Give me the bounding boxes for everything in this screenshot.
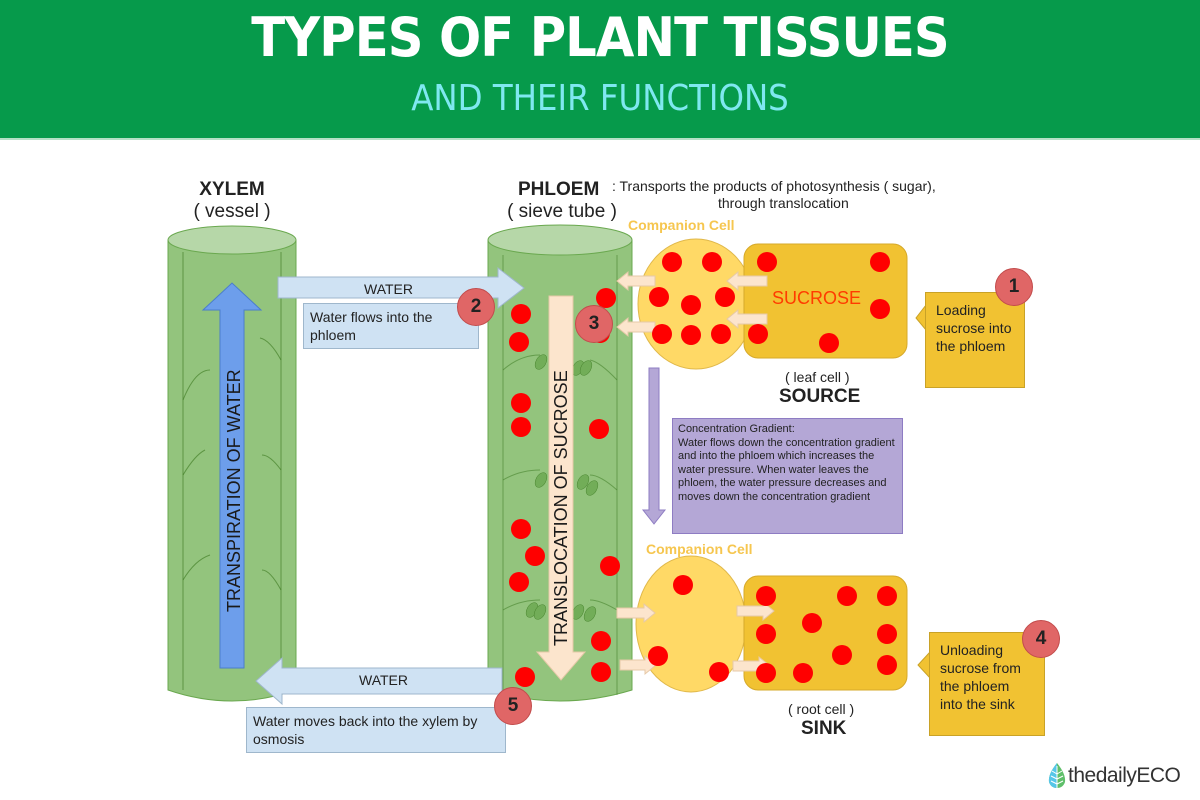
water-arrow-bottom-label: WATER <box>359 672 408 688</box>
sink-title: SINK <box>801 718 847 739</box>
phloem-description-line1: : Transports the products of photosynthe… <box>612 178 936 194</box>
water-arrow-top-label: WATER <box>364 281 413 297</box>
gradient-arrow <box>641 367 667 525</box>
translocation-label: TRANSLOCATION OF SUCROSE <box>551 370 571 646</box>
leaf-logo-icon <box>1048 763 1066 788</box>
page-title: TYPES OF PLANT TISSUES <box>251 6 949 69</box>
sucrose-dot <box>600 556 620 576</box>
sucrose-dot <box>802 613 822 633</box>
sucrose-dot <box>589 419 609 439</box>
water-top-note: Water flows into the phloem <box>303 303 479 349</box>
sucrose-dot <box>649 287 669 307</box>
sucrose-dot <box>525 546 545 566</box>
sucrose-dot <box>711 324 731 344</box>
sucrose-dot <box>756 663 776 683</box>
sucrose-dot <box>748 324 768 344</box>
sucrose-dot <box>591 662 611 682</box>
sink-companion-cell-label: Companion Cell <box>646 541 753 557</box>
source-title: SOURCE <box>779 386 861 407</box>
sucrose-dot <box>832 645 852 665</box>
sucrose-dot <box>877 586 897 606</box>
transpiration-label: TRANSPIRATION OF WATER <box>224 369 244 612</box>
source-leaf-cell <box>743 243 908 359</box>
sucrose-dot <box>709 662 729 682</box>
sucrose-dot <box>870 299 890 319</box>
water-arrow-bottom <box>255 656 503 706</box>
gradient-title: Concentration Gradient: <box>678 423 795 435</box>
sucrose-dot <box>837 586 857 606</box>
phloem-title: PHLOEM <box>518 179 600 200</box>
sink-companion-cell <box>635 555 747 693</box>
sucrose-dot <box>511 519 531 539</box>
header-divider <box>0 138 1200 140</box>
sucrose-dot <box>511 417 531 437</box>
sucrose-dot <box>870 252 890 272</box>
sucrose-dot <box>681 325 701 345</box>
phloem-subtitle: ( sieve tube ) <box>507 201 617 222</box>
water-bottom-note: Water moves back into the xylem by osmos… <box>246 707 506 753</box>
transpiration-arrow <box>201 282 263 669</box>
sucrose-dot <box>877 624 897 644</box>
sink-root-cell <box>743 575 908 691</box>
root-cell-caption: ( root cell ) <box>788 701 855 717</box>
step-badge-4: 4 <box>1022 620 1060 658</box>
sucrose-dot <box>509 332 529 352</box>
sucrose-dot <box>673 575 693 595</box>
sucrose-dot <box>509 572 529 592</box>
sucrose-dot <box>511 304 531 324</box>
step-badge-1: 1 <box>995 268 1033 306</box>
sucrose-dot <box>515 667 535 687</box>
step-badge-2: 2 <box>457 288 495 326</box>
page-subtitle: AND THEIR FUNCTIONS <box>411 78 789 119</box>
xylem-subtitle: ( vessel ) <box>193 201 271 222</box>
sucrose-dot <box>591 631 611 651</box>
step-1-callout: Loading sucrose into the phloem <box>925 292 1025 388</box>
step-badge-5: 5 <box>494 687 532 725</box>
concentration-gradient-box: Concentration Gradient: Water flows down… <box>672 418 903 534</box>
sucrose-dot <box>681 295 701 315</box>
sucrose-dot <box>596 288 616 308</box>
header-banner: TYPES OF PLANT TISSUES AND THEIR FUNCTIO… <box>0 0 1200 138</box>
source-transfer-arrows <box>616 270 768 338</box>
thedailyeco-logo: thedailyECO <box>1046 762 1181 790</box>
step-badge-3: 3 <box>575 305 613 343</box>
gradient-text: Water flows down the concentration gradi… <box>678 436 895 503</box>
leaf-cell-caption: ( leaf cell ) <box>785 369 850 385</box>
logo-text: thedailyECO <box>1068 764 1181 787</box>
sucrose-dot <box>652 324 672 344</box>
phloem-description-line2: through translocation <box>718 195 849 211</box>
sucrose-dot <box>702 252 722 272</box>
sucrose-dot <box>662 252 682 272</box>
sucrose-dot <box>877 655 897 675</box>
source-companion-cell-label: Companion Cell <box>628 217 735 233</box>
sucrose-dot <box>756 624 776 644</box>
sucrose-label: SUCROSE <box>772 288 862 308</box>
sucrose-dot <box>715 287 735 307</box>
sucrose-dot <box>819 333 839 353</box>
chloroplasts <box>525 354 599 622</box>
sucrose-dot <box>757 252 777 272</box>
sucrose-dot <box>756 586 776 606</box>
sucrose-dot <box>648 646 668 666</box>
sucrose-dot <box>793 663 813 683</box>
sucrose-molecules <box>509 252 897 687</box>
xylem-title: XYLEM <box>199 179 265 200</box>
translocation-arrow <box>535 295 587 681</box>
sucrose-dot <box>511 393 531 413</box>
